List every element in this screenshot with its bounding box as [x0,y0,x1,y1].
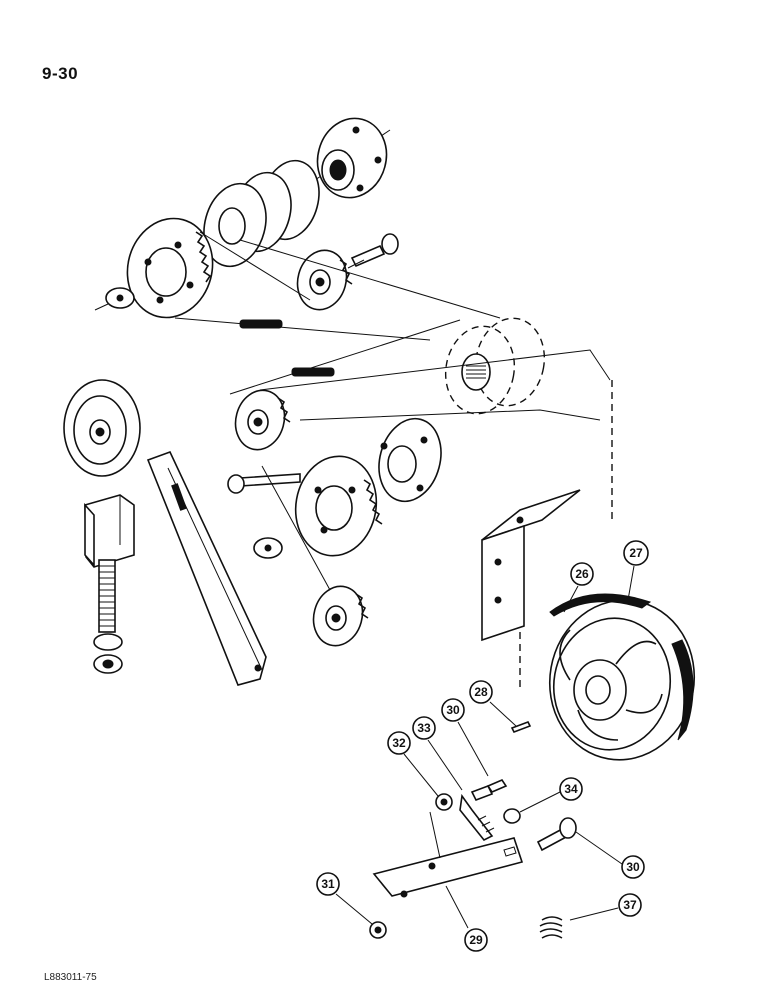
svg-text:37: 37 [623,898,637,912]
callout-29: 29 [445,885,488,952]
svg-text:30: 30 [446,703,460,717]
svg-text:28: 28 [474,685,488,699]
lower-idler-sprocket [261,465,369,647]
svg-text:34: 34 [564,782,578,796]
callout-34: 34 [519,777,583,813]
support-plate [372,811,524,898]
callout-30-upper: 30 [441,698,489,777]
lock-nut [369,921,387,939]
drive-hub-assembly [203,117,391,268]
pulley-bracket [84,494,135,568]
lower-linkage [435,779,577,852]
middle-idler-sprocket [234,389,291,451]
pulley-mounting-bracket [481,489,581,642]
key [510,720,532,734]
spring [539,916,563,939]
page-number: 9-30 [42,64,79,83]
adjusting-bolt [93,559,123,674]
drive-pulley [548,593,696,761]
svg-text:31: 31 [321,877,335,891]
svg-text:32: 32 [392,736,406,750]
idler-pulley [63,379,141,477]
callout-32: 32 [387,731,439,797]
svg-text:30: 30 [626,860,640,874]
callout-33: 33 [412,716,463,791]
callout-31: 31 [316,872,373,925]
washer-middle [253,537,283,559]
svg-text:33: 33 [417,721,431,735]
callout-37: 37 [569,893,642,921]
svg-text:26: 26 [575,567,589,581]
svg-text:27: 27 [629,546,643,560]
callout-30-lower: 30 [575,831,645,879]
callout-27: 27 [623,540,649,601]
upper-drive-sprocket [94,217,214,319]
callout-28: 28 [469,680,517,727]
figure-code: L883011-75 [44,972,97,983]
callout-26: 26 [563,562,594,613]
svg-text:29: 29 [469,933,483,947]
idler-arm [146,450,267,686]
bolt-middle [227,473,301,494]
center-drive-sprocket [294,417,442,557]
upper-idler-sprocket [296,249,353,311]
carriage-bolt-upper [347,233,399,269]
